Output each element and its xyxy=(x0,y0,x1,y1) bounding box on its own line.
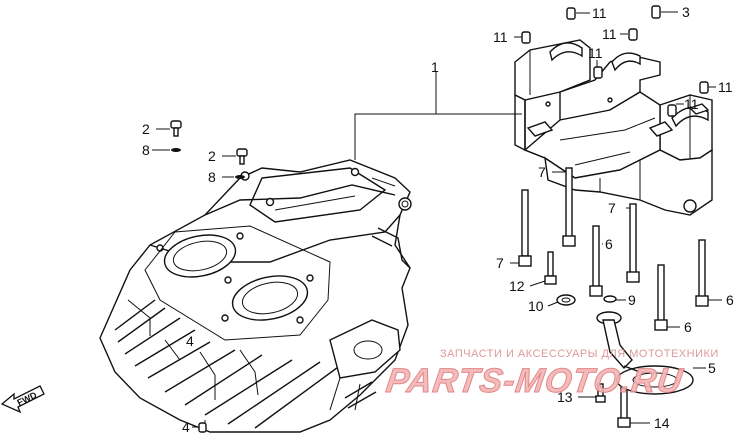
callout-6-middle: 6 xyxy=(684,319,692,335)
camshaft-holder-drawing xyxy=(514,39,713,216)
watermark-logo: PARTS-MOTO.RU xyxy=(384,362,686,400)
callout-12: 12 xyxy=(509,278,525,294)
callout-4-top: 4 xyxy=(186,333,194,349)
bolts-drawing xyxy=(518,167,709,428)
callout-11-right: 11 xyxy=(718,79,733,95)
watermark: ЗАПЧАСТИ И АКСЕССУАРЫ ДЛЯ МОТОТЕХНИКИ PA… xyxy=(383,348,719,400)
callout-2-left: 2 xyxy=(142,121,150,137)
oil-pipe-drawing xyxy=(596,311,694,395)
callout-2-right: 2 xyxy=(208,148,216,164)
bolt-and-washer-left-drawing xyxy=(170,5,661,433)
callout-4: 4 xyxy=(182,419,190,435)
callout-11-middle: 11 xyxy=(602,26,617,42)
callout-5: 5 xyxy=(708,360,716,376)
watermark-tagline: ЗАПЧАСТИ И АКСЕССУАРЫ ДЛЯ МОТОТЕХНИКИ xyxy=(440,348,719,360)
callout-10: 10 xyxy=(528,298,544,314)
callout-labels: 1 2 8 2 8 3 4 4 5 6 6 6 7 7 7 9 10 11 11… xyxy=(142,4,734,435)
callout-11-center: 11 xyxy=(588,45,603,61)
callout-14: 14 xyxy=(654,415,670,431)
callout-11-top: 11 xyxy=(592,5,607,21)
callout-6-right: 6 xyxy=(726,292,734,308)
dowel-pins-drawing xyxy=(521,7,709,117)
callout-7-upper: 7 xyxy=(538,164,546,180)
callout-7-left: 7 xyxy=(496,255,504,271)
callout-13: 13 xyxy=(557,389,573,405)
callout-1: 1 xyxy=(431,59,439,75)
leader-lines xyxy=(152,11,722,428)
cylinder-head-drawing xyxy=(99,159,412,433)
callout-11-left: 11 xyxy=(493,29,508,45)
callout-11-lower: 11 xyxy=(684,96,699,112)
callout-7-right: 7 xyxy=(608,200,616,216)
callout-8-right: 8 xyxy=(208,169,216,185)
callout-3: 3 xyxy=(682,4,690,20)
callout-9: 9 xyxy=(628,292,636,308)
callout-6-upper: 6 xyxy=(605,236,613,252)
forward-arrow-icon: FWD xyxy=(0,385,45,414)
callout-8-left: 8 xyxy=(142,142,150,158)
